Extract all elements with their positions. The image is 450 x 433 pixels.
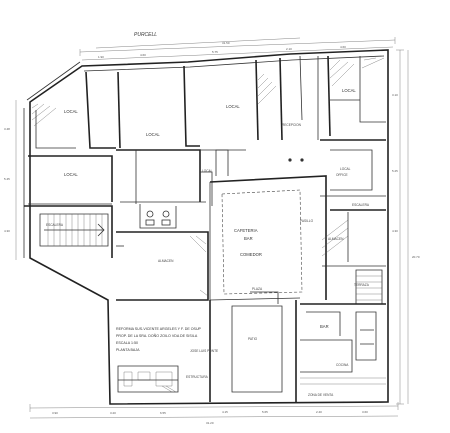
- dim-bottom-b: 3.20: [110, 411, 116, 415]
- lower-right-rooms: [300, 303, 386, 385]
- label-cocina: COCINA: [336, 363, 349, 367]
- dim-bottom-f: 2.40: [316, 410, 322, 414]
- lower-left-rooms: [116, 231, 209, 301]
- label-bar-2: BAR: [320, 324, 329, 329]
- label-local-2: LOCAL: [146, 132, 160, 137]
- label-almacen-2: ALMACEN: [328, 237, 344, 241]
- label-recepcion: RECEPCION: [282, 123, 302, 127]
- label-office: OFFICE: [336, 173, 348, 177]
- dim-top-b: 4.60: [140, 53, 146, 57]
- right-service-zone: [320, 139, 386, 305]
- right-dimension-chain: 20.70 3.10 5.25 4.30: [392, 49, 420, 405]
- title-line-2: PROP. DE LA SRA. DOÑO ZOILO VDA DE SISIL…: [116, 333, 198, 338]
- dim-bottom-total: 31.20: [206, 421, 214, 425]
- left-lower-rooms: [24, 155, 113, 258]
- dim-top-e: 4.60: [340, 45, 346, 49]
- street-line: [95, 37, 301, 49]
- dim-bottom-a: 3.90: [52, 411, 58, 415]
- key-plan-thumbnail: ESTRUCTURA: [117, 365, 209, 393]
- label-pasillo: PASILLO: [300, 219, 314, 223]
- dim-right-total: 20.70: [412, 255, 420, 259]
- label-bar: BAR: [244, 236, 253, 241]
- lower-central-area: [209, 291, 297, 402]
- label-patio: PATIO: [248, 337, 258, 341]
- dim-left-c: 4.30: [4, 229, 10, 233]
- dim-top-d: 2.10: [286, 47, 292, 51]
- shops-row: [85, 55, 386, 149]
- left-dimension-chain: 3.48 5.45 4.30: [4, 100, 17, 260]
- title-block: REFORMA SUS-VICENTE ARGELES Y F. DE OSUP…: [116, 327, 218, 353]
- dim-bottom-c: 6.55: [160, 411, 166, 415]
- title-line-4: PLANTA BAJA: [116, 348, 140, 352]
- central-core: [116, 149, 229, 229]
- street-label: PURCELL: [134, 32, 157, 38]
- title-line-1: REFORMA SUS-VICENTE ARGELES Y F. DE OSUP: [116, 327, 202, 331]
- label-plaza: PLAZA: [252, 287, 263, 291]
- building-outline: [23, 49, 389, 405]
- label-comedor: COMEDOR: [240, 252, 262, 257]
- label-local-small: LOCAL: [340, 167, 351, 171]
- dim-top-c: 5.75: [212, 50, 218, 54]
- dim-right-c: 4.30: [392, 229, 398, 233]
- dim-bottom-e: 5.65: [262, 410, 268, 414]
- label-local-3: LOCAL: [226, 104, 240, 109]
- dim-right-b: 5.25: [392, 169, 398, 173]
- dim-top-total: 31.50: [222, 41, 230, 45]
- top-dimension-chain: 31.50 1.90 4.60 5.75 2.10 4.60: [79, 37, 396, 61]
- label-cafeteria: CAFETERIA: [234, 228, 258, 233]
- dim-bottom-g: 3.60: [362, 410, 368, 414]
- label-escalera: ESCALERA: [46, 223, 64, 227]
- label-escalera-2: ESCALERA: [352, 203, 370, 207]
- dim-left-b: 5.45: [4, 177, 10, 181]
- cafeteria-hall: [209, 149, 327, 301]
- label-local-4: LOCAL: [342, 88, 356, 93]
- label-almacen-1: ALMACEN: [158, 259, 174, 263]
- bottom-dimension-chain: 3.90 3.20 6.55 4.15 5.65 2.40 3.60 31.20: [29, 402, 399, 425]
- room-labels: LOCAL LOCAL LOCAL LOCAL LOCAL LOCAL ESCA…: [46, 88, 370, 397]
- label-local-1: LOCAL: [64, 109, 78, 114]
- label-local-6: LOCAL: [202, 169, 213, 173]
- side-note: JOSE LUIS PONTE: [190, 349, 218, 353]
- dim-right-a: 3.10: [392, 93, 398, 97]
- left-facade: [31, 103, 76, 149]
- dim-bottom-d: 4.15: [222, 410, 228, 414]
- label-local-5: LOCAL: [64, 172, 78, 177]
- label-zona-venta: ZONA DE VENTA: [308, 393, 334, 397]
- dim-top-a: 1.90: [98, 55, 104, 59]
- title-line-3: ESCALA 1:50: [116, 341, 138, 345]
- label-terraza: TERRAZA: [354, 283, 370, 287]
- bottom-note: ESTRUCTURA: [186, 375, 209, 379]
- dim-left-a: 3.48: [4, 127, 10, 131]
